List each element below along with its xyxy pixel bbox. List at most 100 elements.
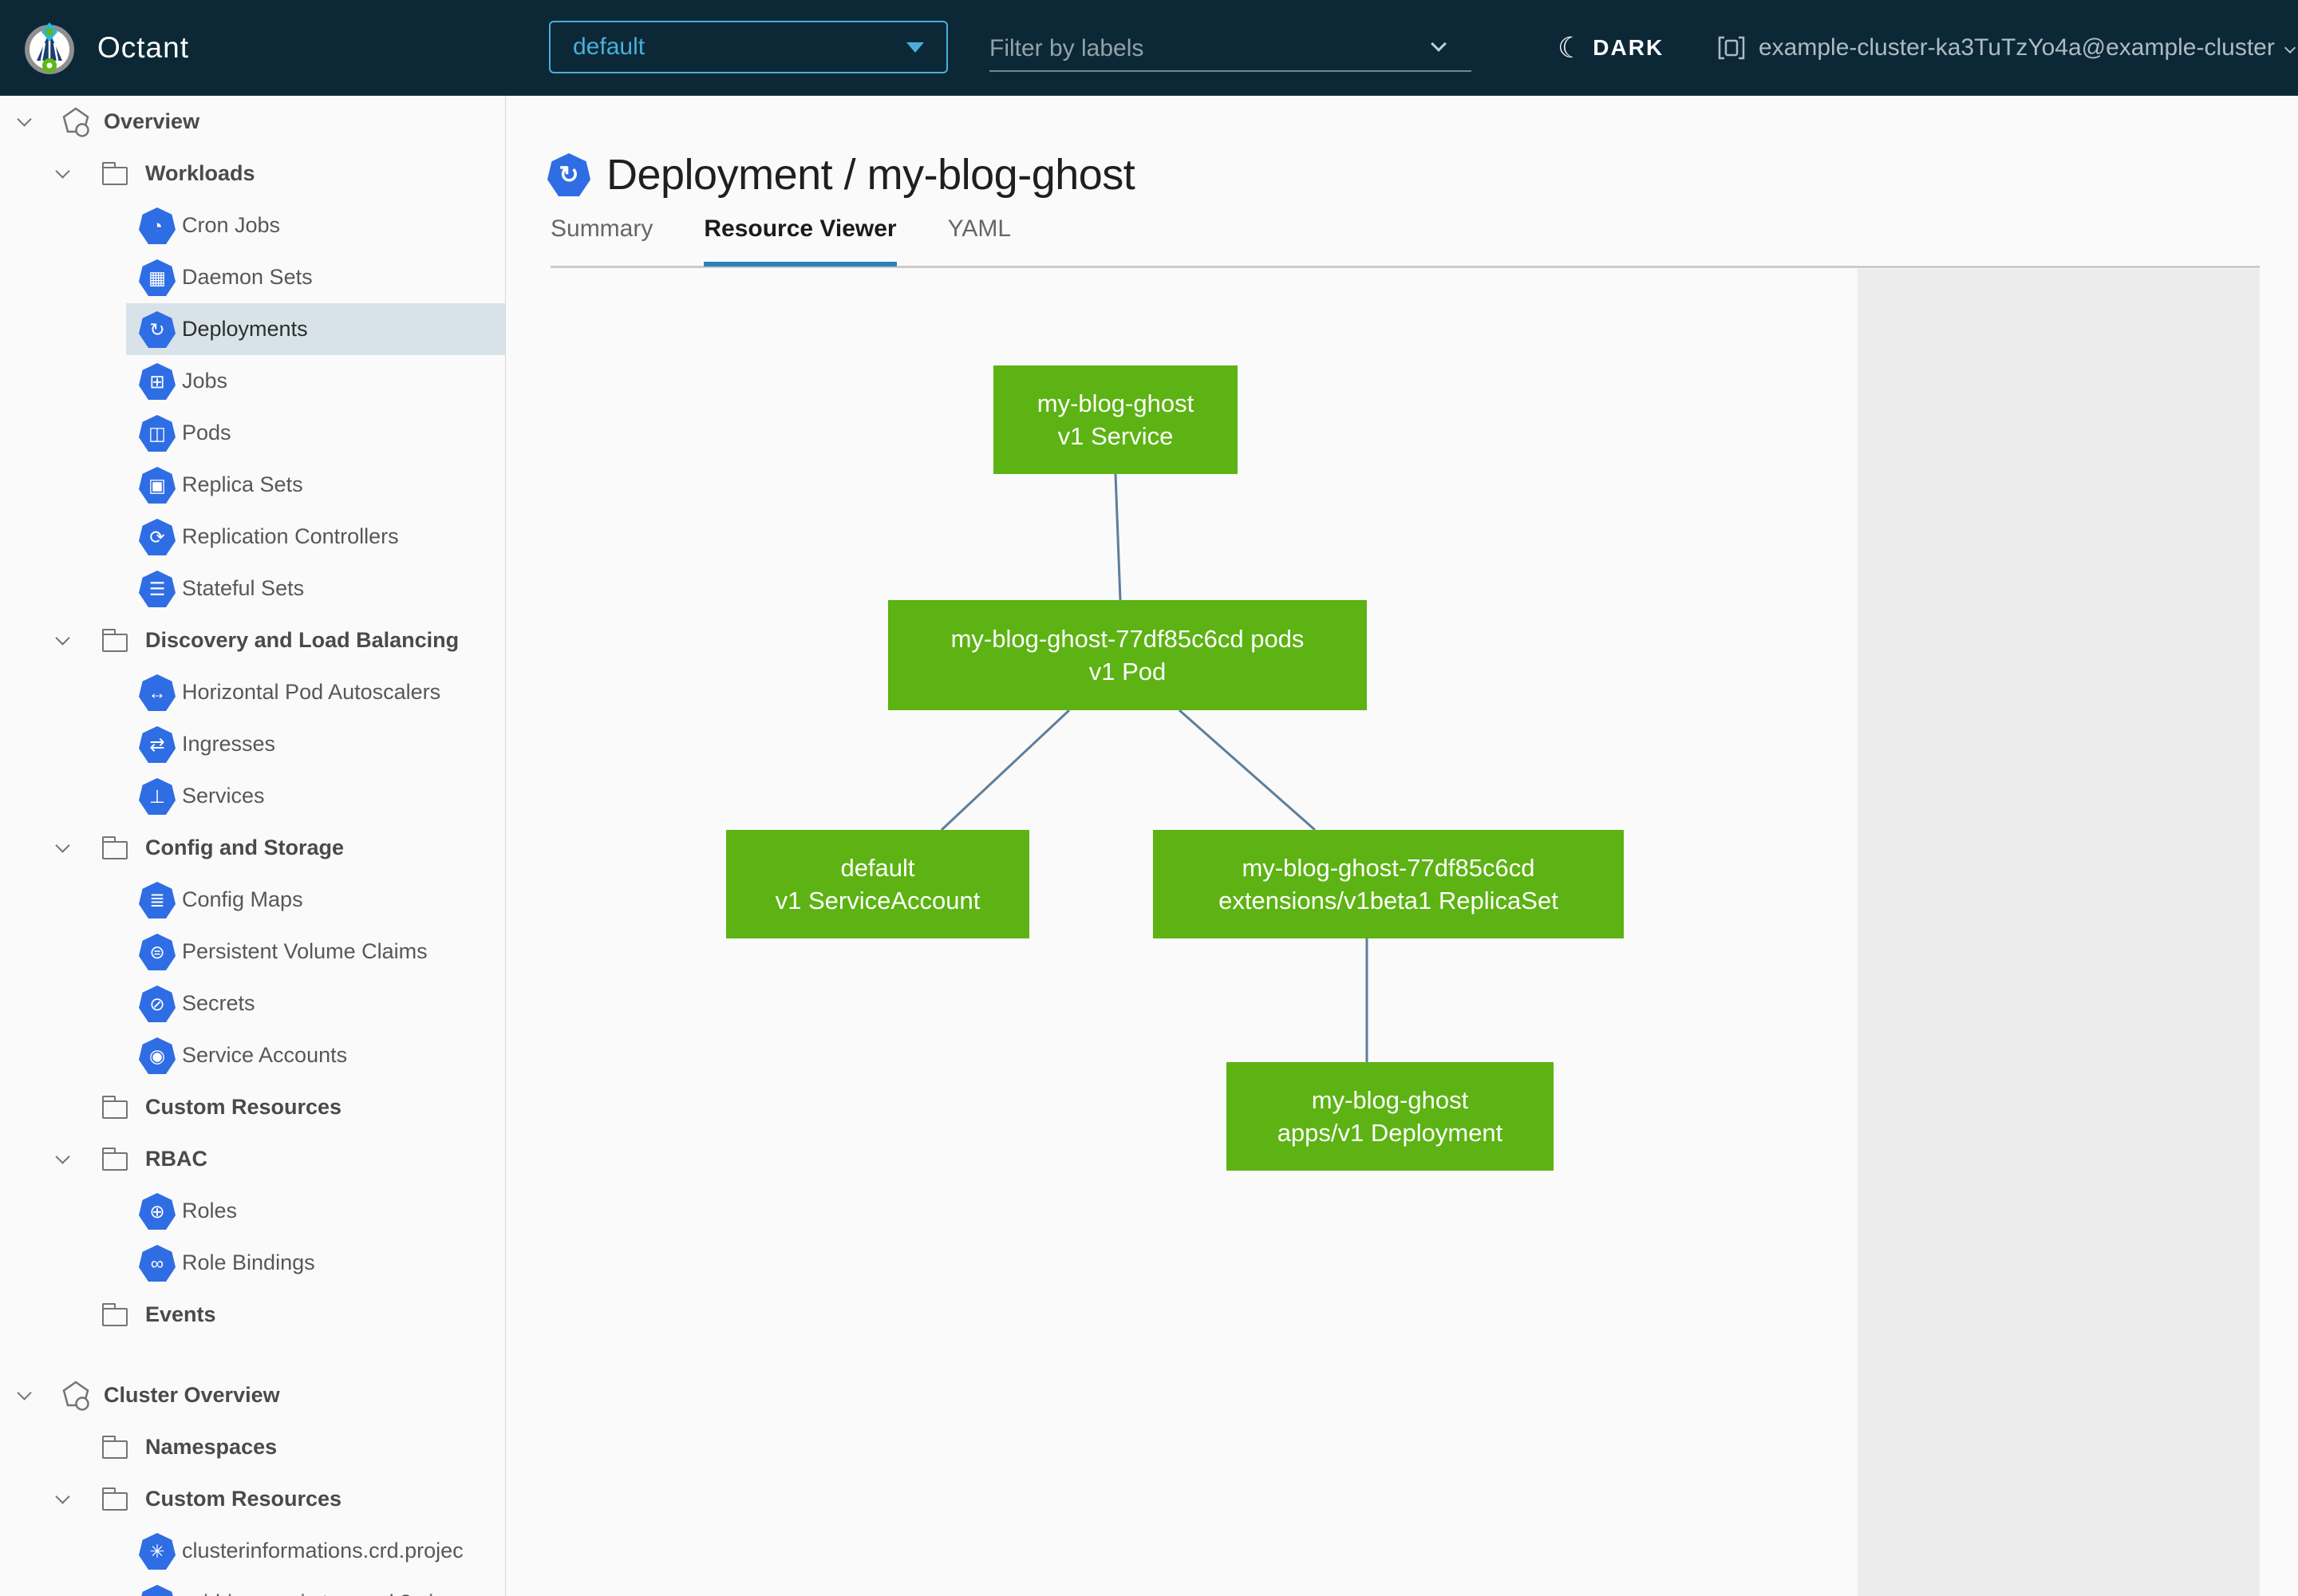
sidebar-item-jobs[interactable]: ⊞Jobs: [0, 355, 505, 407]
sidebar-item-label: Secrets: [182, 991, 255, 1015]
graph-node-label: v1 ServiceAccount: [775, 887, 981, 915]
k8s-pvc-icon: ⊜: [139, 934, 176, 970]
page-title-text: Deployment / my-blog-ghost: [606, 151, 1135, 199]
graph-node-deployment[interactable]: my-blog-ghost apps/v1 Deployment: [1226, 1062, 1554, 1171]
sidebar-item-role-bindings[interactable]: ∞Role Bindings: [0, 1237, 505, 1289]
chevron-down-icon[interactable]: [55, 630, 70, 646]
namespace-dropdown[interactable]: default: [549, 21, 948, 73]
cluster-context-dropdown[interactable]: example-cluster-ka3TuTzYo4a@example-clus…: [1716, 0, 2296, 96]
sidebar-item-replica-sets[interactable]: ▣Replica Sets: [0, 459, 505, 511]
graph-node-label: my-blog-ghost-77df85c6cd pods: [950, 625, 1305, 653]
k8s-replicationcontroller-icon: ⟳: [139, 519, 176, 555]
sidebar-item-label: Pods: [182, 421, 231, 444]
sidebar-item-rbac[interactable]: RBAC: [0, 1133, 505, 1185]
sidebar-item-secrets[interactable]: ⊘Secrets: [0, 978, 505, 1029]
graph-node-label: v1 Service: [1057, 422, 1174, 450]
sidebar-item-label: Custom Resources: [145, 1487, 342, 1511]
k8s-crd-icon: ✳: [139, 1533, 176, 1570]
sidebar-item-label: RBAC: [145, 1147, 207, 1171]
graph-node-label: v1 Pod: [1088, 658, 1167, 685]
sidebar-item-cron-jobs[interactable]: ◔Cron Jobs: [0, 200, 505, 251]
sidebar-item-label: Config and Storage: [145, 836, 344, 859]
graph-node-service[interactable]: my-blog-ghost v1 Service: [993, 365, 1238, 474]
k8s-serviceaccount-icon: ◉: [139, 1037, 176, 1074]
sidebar-item-custom-resources[interactable]: Custom Resources: [0, 1081, 505, 1133]
sidebar-item-custom-resources[interactable]: Custom Resources: [0, 1473, 505, 1525]
sidebar-item-daemon-sets[interactable]: ▦Daemon Sets: [0, 251, 505, 303]
k8s-deployment-icon: ↻: [547, 153, 590, 196]
graph-node-label: default: [840, 854, 915, 882]
chevron-down-icon[interactable]: [1431, 36, 1447, 52]
dark-toggle-label: DARK: [1593, 35, 1664, 60]
sidebar-item-label: Cron Jobs: [182, 213, 281, 237]
sidebar-item-label: Service Accounts: [182, 1043, 348, 1067]
tab-summary[interactable]: Summary: [551, 215, 653, 242]
sidebar-item-workloads[interactable]: Workloads: [0, 148, 505, 200]
sidebar-item-label: clusterinformations.crd.projec: [182, 1539, 464, 1562]
k8s-hpa-icon: ↔: [139, 674, 176, 711]
sidebar-item-deployments[interactable]: ↻Deployments: [0, 303, 505, 355]
sidebar-item-overview[interactable]: Overview: [0, 96, 505, 148]
namespace-dropdown-value: default: [573, 34, 646, 60]
graph-node-pod[interactable]: my-blog-ghost-77df85c6cd pods v1 Pod: [888, 600, 1367, 710]
graph-edge: [1179, 709, 1316, 832]
sidebar-item-config-and-storage[interactable]: Config and Storage: [0, 822, 505, 874]
graph-node-label: my-blog-ghost: [1311, 1086, 1469, 1114]
folder-icon: [101, 1148, 128, 1171]
sidebar-item-label: Overview: [104, 109, 200, 133]
filter-placeholder: Filter by labels: [989, 35, 1144, 61]
filter-by-labels-input[interactable]: Filter by labels: [989, 27, 1471, 72]
chevron-down-icon[interactable]: [55, 164, 70, 179]
sidebar-item-discovery-and-load-balancing[interactable]: Discovery and Load Balancing: [0, 614, 505, 666]
tab-bar-divider: [551, 266, 2260, 268]
chevron-down-icon[interactable]: [17, 112, 32, 127]
sidebar-item-pods[interactable]: ◫Pods: [0, 407, 505, 459]
sidebar-item-ingresses[interactable]: ⇄Ingresses: [0, 718, 505, 770]
sidebar-item-cluster-overview[interactable]: Cluster Overview: [0, 1369, 505, 1421]
sidebar-item-namespaces[interactable]: Namespaces: [0, 1421, 505, 1473]
chevron-down-icon[interactable]: [55, 1149, 70, 1164]
graph-node-replicaset[interactable]: my-blog-ghost-77df85c6cd extensions/v1bet…: [1153, 830, 1624, 938]
graph-node-serviceaccount[interactable]: default v1 ServiceAccount: [726, 830, 1029, 938]
page-title: ↻ Deployment / my-blog-ghost: [547, 150, 1135, 200]
octant-logo-icon: [25, 22, 74, 74]
tab-resource-viewer[interactable]: Resource Viewer: [704, 215, 897, 267]
sidebar-item-events[interactable]: Events: [0, 1289, 505, 1341]
sidebar-item-replication-controllers[interactable]: ⟳Replication Controllers: [0, 511, 505, 563]
sidebar-item-clusterinformations-crd-projec[interactable]: ✳ clusterinformations.crd.projec: [0, 1525, 505, 1577]
sidebar-item-config-maps[interactable]: ≣Config Maps: [0, 874, 505, 926]
sidebar-item-label: Workloads: [145, 161, 255, 185]
graph-node-label: apps/v1 Deployment: [1277, 1119, 1503, 1147]
sidebar-item-csidrivers-csi-storage-k8s-io[interactable]: ✳csidrivers.csi.storage.k8s.io: [0, 1577, 505, 1596]
sidebar-item-service-accounts[interactable]: ◉Service Accounts: [0, 1029, 505, 1081]
sidebar-item-horizontal-pod-autoscalers[interactable]: ↔Horizontal Pod Autoscalers: [0, 666, 505, 718]
sidebar-item-label: Events: [145, 1302, 216, 1326]
chevron-down-icon: [906, 41, 924, 53]
k8s-crd-icon: ✳: [139, 1585, 176, 1596]
graph-edge: [1114, 473, 1122, 601]
sidebar-item-persistent-volume-claims[interactable]: ⊜Persistent Volume Claims: [0, 926, 505, 978]
folder-icon: [101, 629, 128, 652]
graph-node-label: my-blog-ghost: [1036, 389, 1194, 417]
folder-icon: [101, 1436, 128, 1459]
sidebar-item-label: Persistent Volume Claims: [182, 939, 428, 963]
sidebar-item-label: Horizontal Pod Autoscalers: [182, 680, 441, 704]
chevron-down-icon[interactable]: [17, 1385, 32, 1400]
sidebar-item-services[interactable]: ⊥Services: [0, 770, 505, 822]
sidebar-item-label: Custom Resources: [145, 1095, 342, 1119]
graph-node-label: my-blog-ghost-77df85c6cd: [1242, 854, 1535, 882]
sidebar-item-stateful-sets[interactable]: ☰Stateful Sets: [0, 563, 505, 614]
sidebar-item-label: Config Maps: [182, 887, 303, 911]
k8s-rolebinding-icon: ∞: [139, 1245, 176, 1282]
k8s-service-icon: ⊥: [139, 778, 176, 815]
dark-theme-toggle[interactable]: ☾ DARK: [1558, 0, 1664, 96]
graph-edge: [940, 709, 1071, 832]
graph-node-label: extensions/v1beta1 ReplicaSet: [1218, 887, 1558, 915]
sidebar-item-roles[interactable]: ⊕Roles: [0, 1185, 505, 1237]
k8s-ingress-icon: ⇄: [139, 726, 176, 763]
chevron-down-icon[interactable]: [55, 1489, 70, 1504]
chevron-down-icon[interactable]: [55, 838, 70, 853]
tab-yaml[interactable]: YAML: [947, 215, 1012, 242]
